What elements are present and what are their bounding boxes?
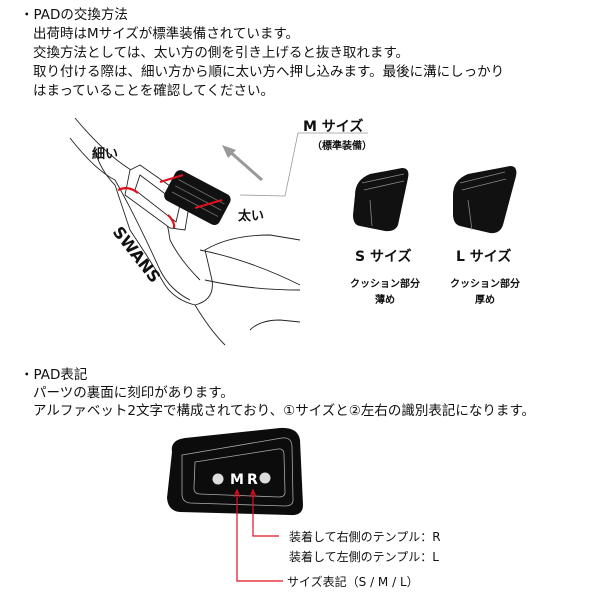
marking-dot	[212, 473, 224, 485]
section1-line: 交換方法としては、太い方の側を引き上げると抜き取れます。	[33, 45, 409, 61]
section1-line: はまっていることを確認してください。	[33, 83, 274, 99]
thin-label: 細い	[92, 147, 119, 162]
section2-line: アルファベット2文字で構成されており、①サイズと②左右の識別表記になります。	[33, 403, 536, 419]
side-letter: R	[247, 472, 258, 488]
s-size-label: S サイズ	[355, 249, 412, 265]
section1-line: 出荷時はMサイズが標準装備されています。	[33, 26, 299, 42]
swans-logo: SWANS	[109, 223, 164, 287]
m-size-pad	[164, 170, 231, 226]
marking-leader-lines	[233, 488, 283, 582]
left-temple-label: 装着して左側のテンプル：L	[289, 550, 439, 564]
section2-heading: ・PAD表記	[20, 367, 88, 383]
m-size-label: M サイズ	[303, 119, 364, 135]
section1-heading: ・PADの交換方法	[20, 7, 128, 23]
thick-label: 太い	[238, 209, 265, 224]
l-size-desc: 厚め	[475, 295, 495, 306]
m-size-note: （標準装備）	[312, 141, 372, 152]
section1-line: 取り付ける際は、細い方から順に太い方へ押し込みます。最後に溝にしっかり	[33, 64, 505, 80]
s-size-desc: クッション部分	[350, 279, 420, 290]
s-size-pad	[353, 168, 409, 232]
l-size-pad	[453, 166, 517, 234]
pad-marking-diagram: M R	[167, 427, 303, 516]
section2-line: パーツの裏面に刻印があります。	[33, 385, 234, 401]
up-arrow-head-icon	[222, 145, 236, 158]
m-size-leader-line	[239, 132, 368, 197]
up-arrow-icon	[227, 148, 263, 182]
right-temple-label: 装着して右側のテンプル：R	[289, 530, 441, 544]
red-arrows	[117, 173, 223, 229]
marking-dot	[259, 472, 271, 484]
l-size-desc: クッション部分	[450, 279, 520, 290]
s-size-desc: 薄め	[375, 295, 395, 306]
size-marking-label: サイズ表記（S / M / L）	[287, 575, 419, 589]
l-size-label: L サイズ	[456, 249, 512, 265]
size-letter: M	[230, 472, 244, 488]
